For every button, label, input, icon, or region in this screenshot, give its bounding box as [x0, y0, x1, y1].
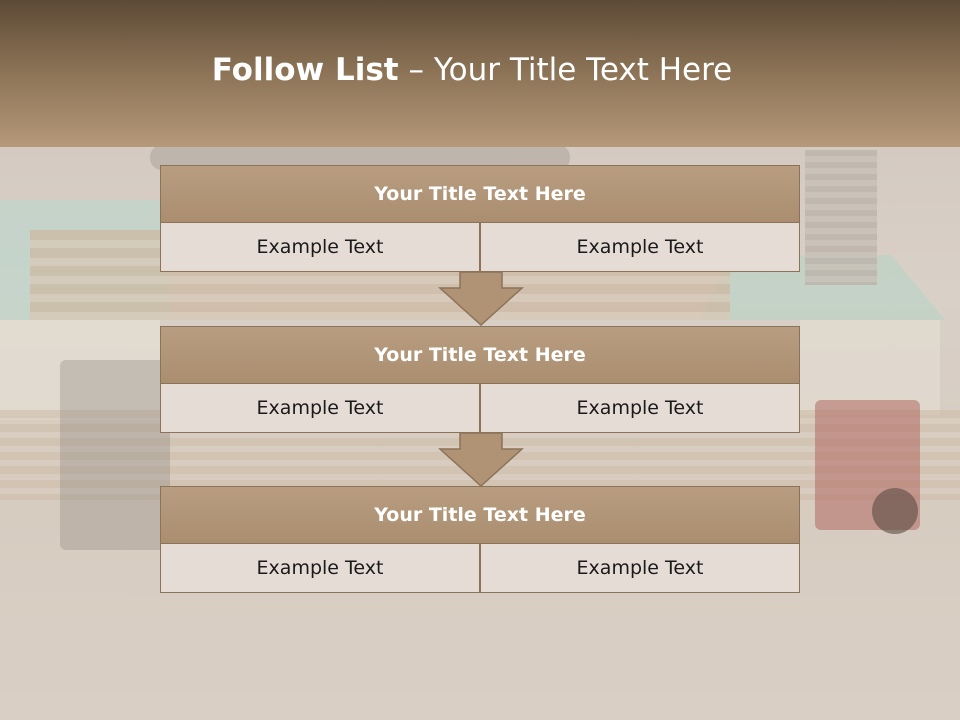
background-wall-left — [0, 320, 160, 420]
step-right-text: Example Text — [480, 222, 800, 272]
step-block-3: Your Title Text Here Example Text Exampl… — [160, 486, 800, 593]
step-block-2: Your Title Text Here Example Text Exampl… — [160, 326, 800, 433]
slide-title-rest: – Your Title Text Here — [398, 52, 733, 88]
step-title: Your Title Text Here — [160, 326, 800, 384]
background-wall-right — [800, 320, 940, 415]
background-truck-left — [60, 360, 170, 550]
slide-title-bold: Follow List — [211, 52, 399, 88]
step-title: Your Title Text Here — [160, 486, 800, 544]
step-right-text: Example Text — [480, 383, 800, 433]
background-silo — [805, 150, 877, 285]
slide-title: Follow List – Your Title Text Here — [0, 52, 944, 88]
step-right-text: Example Text — [480, 543, 800, 593]
step-left-text: Example Text — [160, 543, 480, 593]
step-title: Your Title Text Here — [160, 165, 800, 223]
background-truck-wheel — [872, 488, 918, 534]
step-left-text: Example Text — [160, 383, 480, 433]
step-block-1: Your Title Text Here Example Text Exampl… — [160, 165, 800, 272]
down-arrow-icon — [438, 272, 524, 326]
down-arrow-icon — [438, 433, 524, 487]
step-left-text: Example Text — [160, 222, 480, 272]
header-band: Follow List – Your Title Text Here — [0, 0, 960, 147]
